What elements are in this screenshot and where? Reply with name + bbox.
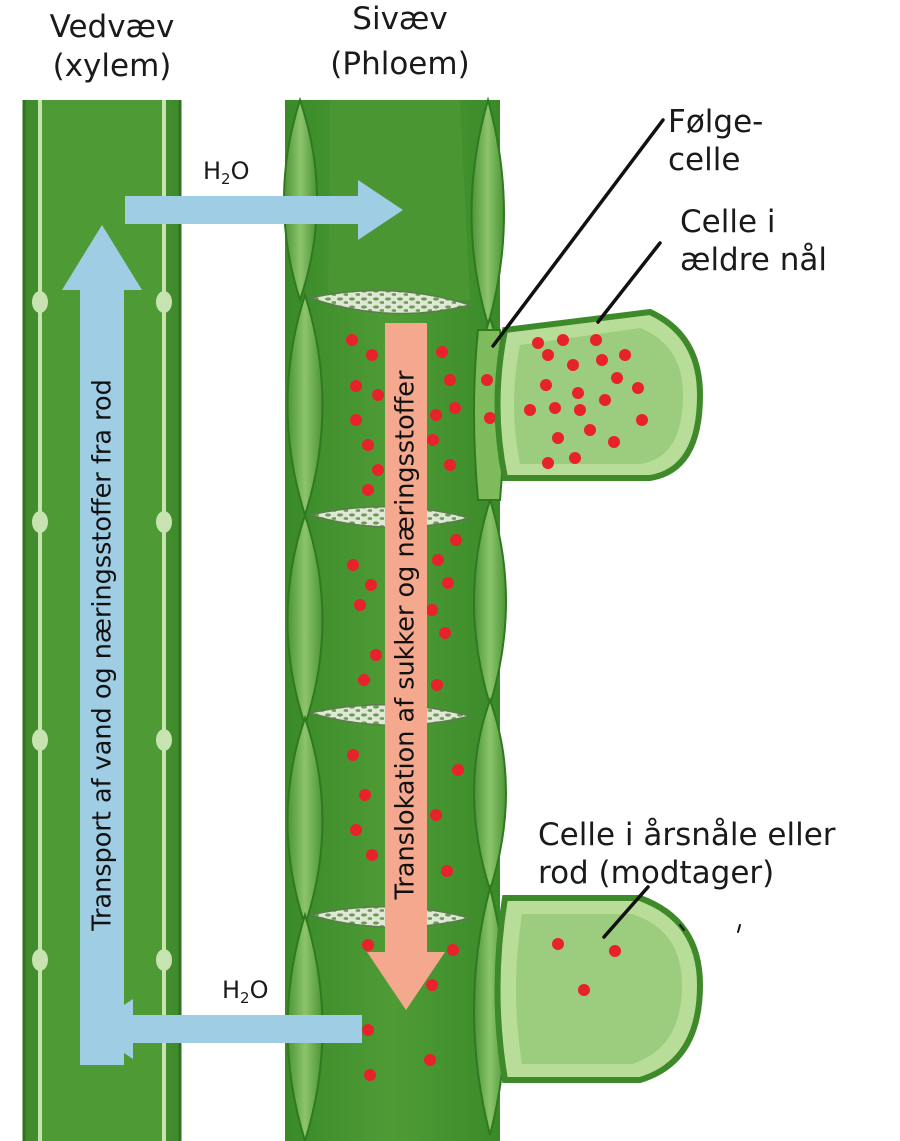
xylem-transport-label: Transport af vand og næringsstoffer fra … [90,379,116,931]
sink-dash-2 [738,925,740,932]
phloem-translocation-label: Translokation af sukker og næringsstoffe… [393,371,419,900]
companion-cell-label-line2: celle [668,145,763,176]
companion-cell-label: Følge- celle [668,107,763,176]
phloem-title-line1: Sivæv [300,4,500,35]
source-cell-label-line2: ældre nål [680,245,827,276]
sink-cell [498,898,701,1080]
source-cell-label: Celle i ældre nål [680,207,827,276]
sink-cell-label: Celle i årsnåle eller rod (modtager) [538,820,836,889]
sink-cell-label-line2: rod (modtager) [538,858,836,889]
xylem-title: Vedvæv (xylem) [22,12,202,82]
phloem-title: Sivæv (Phloem) [300,4,500,80]
water-label-top: H2O [203,159,249,187]
sink-cell-label-line1: Celle i årsnåle eller [538,820,836,851]
companion-cell-label-line1: Følge- [668,107,763,138]
water-label-bottom: H2O [222,978,268,1006]
source-cell-label-line1: Celle i [680,207,827,238]
xylem-title-line2: (xylem) [22,51,202,82]
phloem-title-line2: (Phloem) [300,49,500,80]
xylem-title-line1: Vedvæv [22,12,202,43]
source-cell [498,312,701,478]
